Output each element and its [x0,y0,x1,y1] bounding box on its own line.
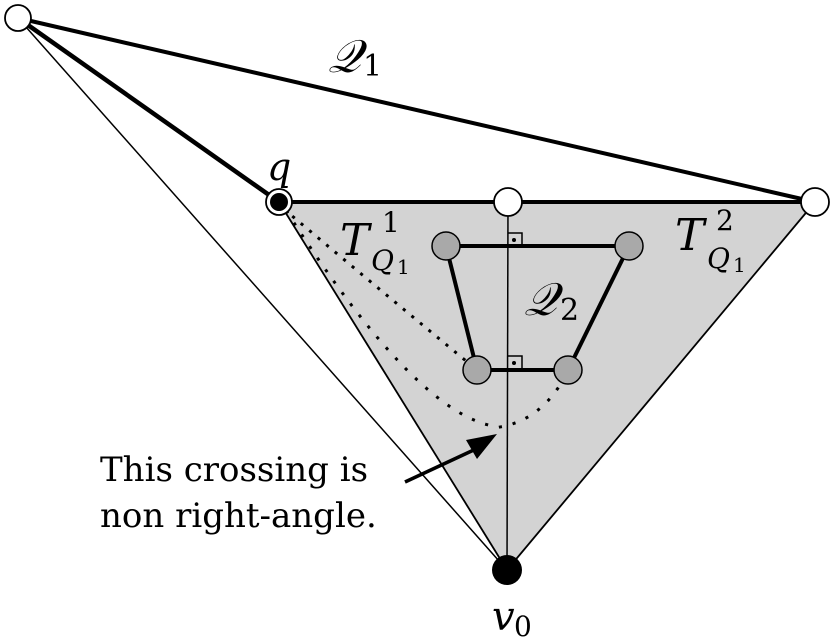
q1-edge-top [17,16,816,204]
shaded-region-triangle [279,202,815,570]
node-top-mid-white [493,187,523,217]
right-angle-marker-top [508,232,523,246]
node-q2-top-right [614,231,644,261]
label-t2-main: T [675,210,708,261]
vertical-edge-mid-v0 [506,201,509,571]
label-t1: T 1 Q 1 [340,206,410,279]
label-q1-sub: 1 [363,49,382,84]
label-v0-main: v [492,594,515,639]
label-t2-sub: Q [707,242,730,275]
q1-edge-left [16,16,281,204]
label-q1: 𝒬 1 [328,29,382,84]
thin-edge-topleft-v0 [17,17,508,571]
label-t2-subsub: 1 [733,253,746,277]
triangle-right-edge [506,201,816,571]
right-angle-marker-bottom [508,355,523,370]
label-t1-subsub: 1 [397,255,410,279]
node-right-white [800,187,830,217]
annotation-line-1: This crossing is [100,450,368,490]
label-q: q [267,145,291,189]
q2-edge-right [566,245,631,371]
label-q1-main: 𝒬 [328,29,368,83]
q2-edge-left [444,245,479,371]
node-q [265,188,293,216]
label-v0-sub: 0 [514,610,532,639]
annotation-arrow [404,434,497,484]
annotation-text: This crossing is non right-angle. [100,450,377,536]
label-t1-sup: 1 [382,206,400,239]
annotation-line-2: non right-angle. [100,496,377,536]
node-v0 [492,555,522,585]
label-t2: T 2 Q 1 [675,204,746,277]
node-q2-bottom-left [462,355,492,385]
node-top-left-white [4,4,32,32]
label-q2-sub: 2 [560,293,579,328]
node-q2-bottom-right [553,355,583,385]
label-t1-main: T [340,215,373,266]
label-t1-sub: Q [371,244,394,277]
triangle-left-edge [278,201,508,571]
label-v0: v 0 [492,594,532,639]
node-q2-top-left [431,231,461,261]
label-t2-sup: 2 [716,204,734,237]
